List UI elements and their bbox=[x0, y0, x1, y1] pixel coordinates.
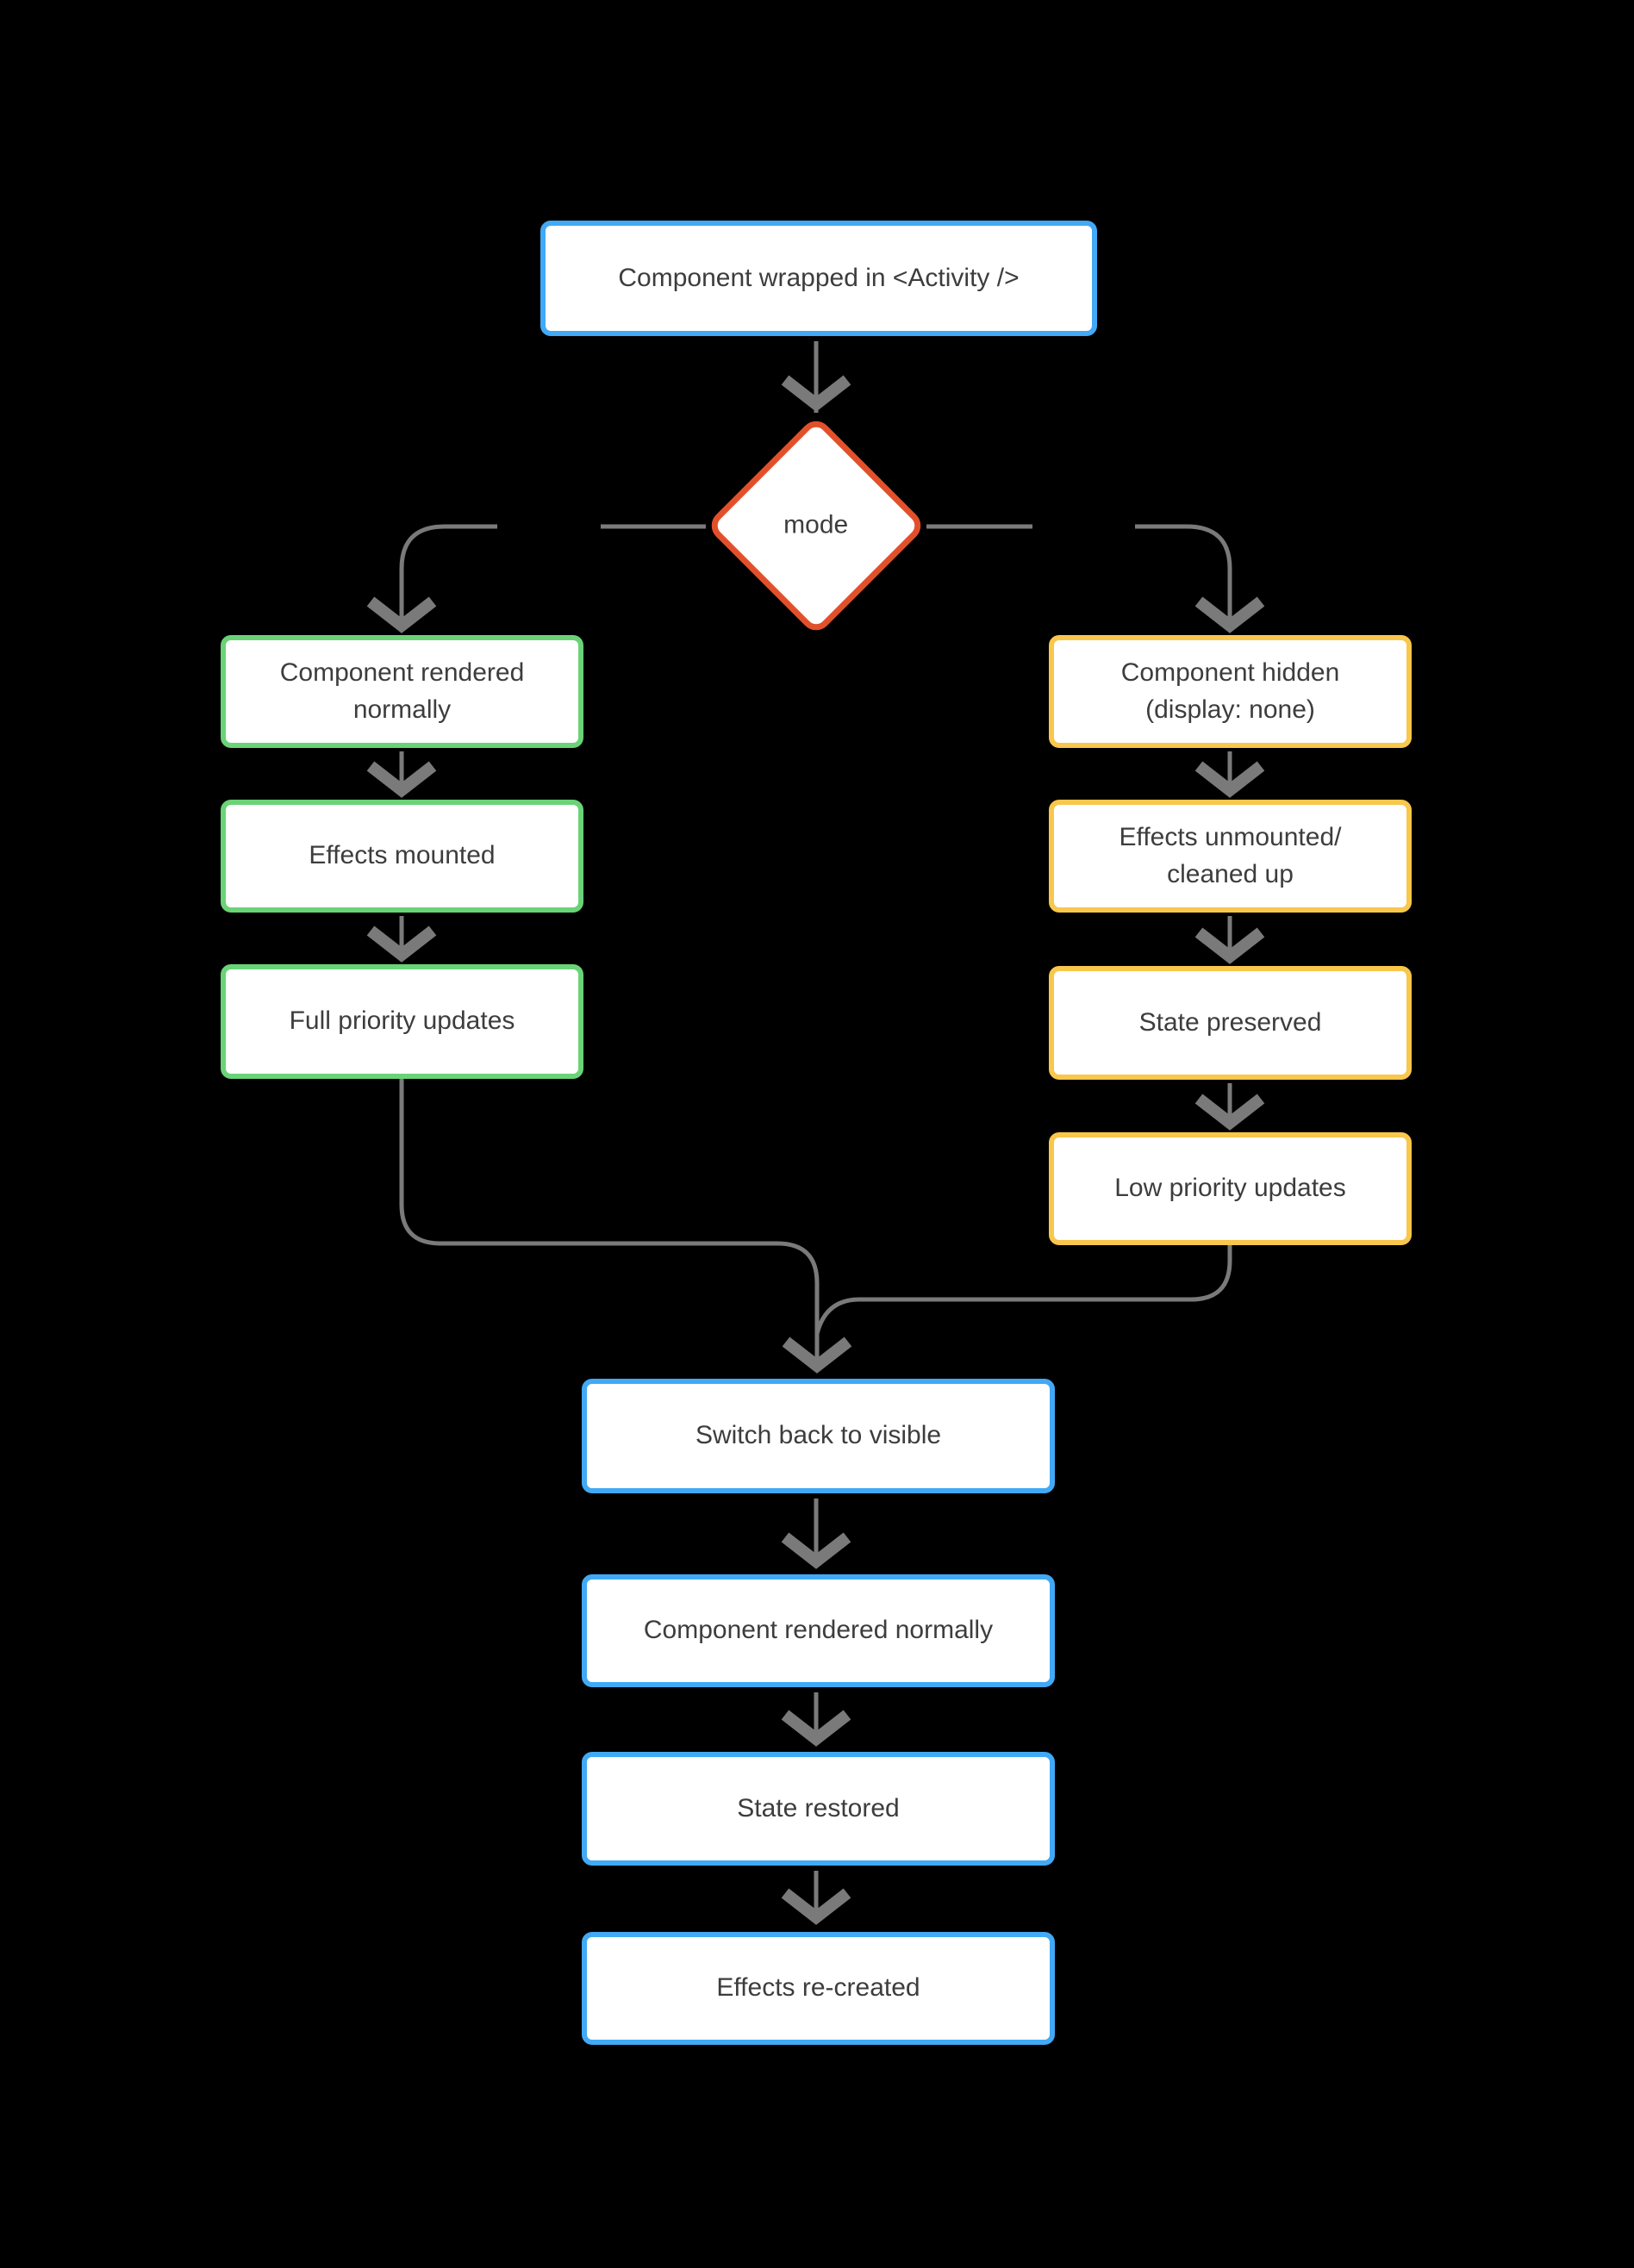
arrowhead-activity-to-mode bbox=[781, 375, 851, 412]
edge-mode-to-hidden-b bbox=[1135, 524, 1232, 632]
arrowhead-state-preserved-to-low-priority bbox=[1194, 1094, 1265, 1131]
edge-mode-to-rendered-left-b bbox=[399, 524, 497, 632]
node-rendered-normally-bottom-label: Component rendered normally bbox=[643, 1616, 994, 1645]
arrowhead-mode-to-hidden bbox=[1194, 596, 1265, 633]
node-rendered-normally-bottom: Component rendered normally bbox=[582, 1574, 1055, 1687]
node-mode-decision-label: mode bbox=[783, 510, 849, 539]
node-switch-back-label: Switch back to visible bbox=[695, 1421, 942, 1450]
node-effects-unmounted: Effects unmounted/ cleaned up bbox=[1049, 800, 1412, 913]
node-effects-mounted-label: Effects mounted bbox=[309, 841, 496, 870]
node-full-priority: Full priority updates bbox=[221, 964, 583, 1079]
edge-low-priority-to-switch bbox=[814, 1245, 1232, 1335]
node-state-restored: State restored bbox=[582, 1752, 1055, 1866]
node-rendered-normally-left-label: Component rendered normally bbox=[279, 657, 525, 724]
node-component-hidden: Component hidden (display: none) bbox=[1049, 635, 1412, 748]
node-full-priority-label: Full priority updates bbox=[289, 1006, 515, 1036]
arrowhead-rendered-left-to-effects-mounted bbox=[366, 761, 437, 798]
edge-full-priority-to-switch bbox=[399, 1079, 820, 1372]
arrowhead-mode-to-rendered-left bbox=[366, 596, 437, 633]
node-effects-mounted: Effects mounted bbox=[221, 800, 583, 913]
arrowhead-effects-unmounted-to-state-preserved bbox=[1194, 927, 1265, 964]
node-component-hidden-label: Component hidden (display: none) bbox=[1120, 657, 1340, 724]
node-effects-unmounted-label: Effects unmounted/ cleaned up bbox=[1119, 822, 1342, 888]
node-state-restored-label: State restored bbox=[737, 1793, 900, 1822]
arrowhead-state-restored-to-effects-recreated bbox=[781, 1888, 851, 1925]
node-low-priority-label: Low priority updates bbox=[1114, 1174, 1346, 1203]
node-low-priority: Low priority updates bbox=[1049, 1132, 1412, 1245]
node-state-preserved-label: State preserved bbox=[1138, 1007, 1322, 1037]
node-activity-wrap-label: Component wrapped in <Activity /> bbox=[618, 263, 1020, 292]
arrowhead-switch-to-rendered-bottom bbox=[781, 1532, 851, 1569]
node-effects-recreated-label: Effects re-created bbox=[716, 1973, 920, 2003]
arrowhead-hidden-to-effects-unmounted bbox=[1194, 761, 1265, 798]
node-rendered-normally-left: Component rendered normally bbox=[221, 635, 583, 748]
node-effects-recreated: Effects re-created bbox=[582, 1932, 1055, 2045]
arrowhead-rendered-bottom-to-state-restored bbox=[781, 1710, 851, 1747]
node-state-preserved: State preserved bbox=[1049, 966, 1412, 1080]
arrowhead-merge-to-switch bbox=[782, 1336, 852, 1374]
node-switch-back: Switch back to visible bbox=[582, 1379, 1055, 1493]
node-activity-wrap: Component wrapped in <Activity /> bbox=[540, 221, 1097, 336]
arrowhead-effects-mounted-to-full-priority bbox=[366, 925, 437, 963]
